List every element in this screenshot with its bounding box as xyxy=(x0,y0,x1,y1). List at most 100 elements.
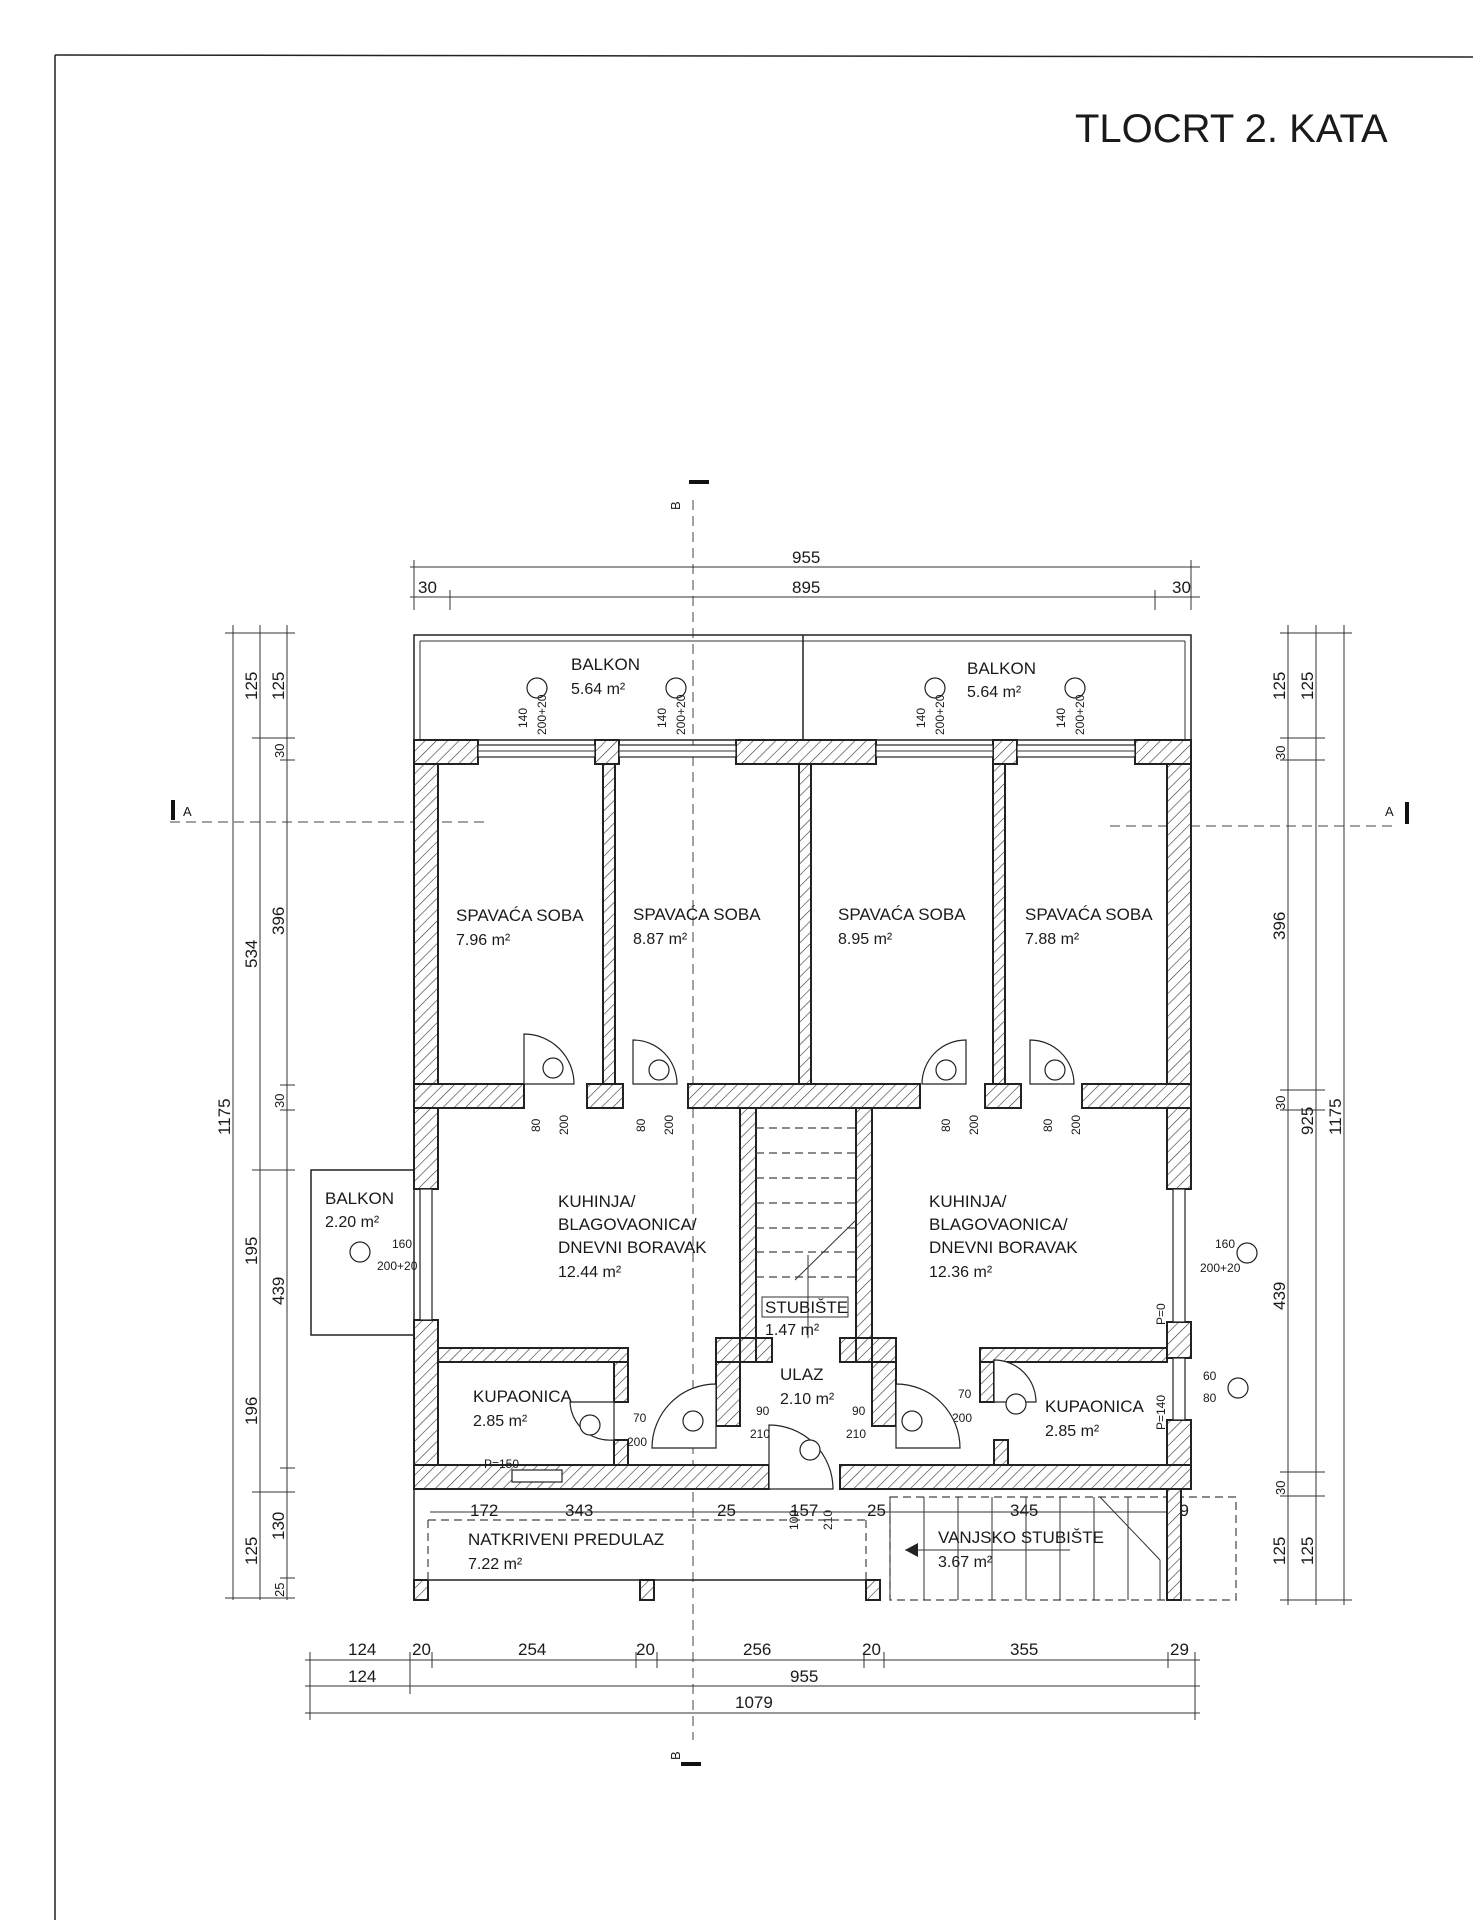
dim-right-30-c: 30 xyxy=(1273,1481,1288,1495)
dim-right-125-bot-b: 125 xyxy=(1298,1537,1317,1565)
svg-text:P=150: P=150 xyxy=(484,1457,519,1471)
stair-label-box xyxy=(761,1296,849,1318)
dim-right-439: 439 xyxy=(1270,1282,1289,1310)
svg-text:200+20: 200+20 xyxy=(535,694,549,735)
window-bath-right xyxy=(1172,1357,1186,1421)
svg-text:200: 200 xyxy=(662,1115,676,1135)
section-label-a-right: A xyxy=(1385,804,1394,819)
section-mark-b-top xyxy=(689,480,709,484)
dim-left-30-b: 30 xyxy=(272,1094,287,1108)
bath-left-name: KUPAONICA xyxy=(473,1387,573,1406)
covered-passage xyxy=(413,1489,881,1601)
svg-text:200+20: 200+20 xyxy=(1200,1261,1241,1275)
dim-bottom-20-c: 20 xyxy=(862,1640,881,1659)
dim-left-130: 130 xyxy=(269,1512,288,1540)
svg-text:80: 80 xyxy=(1041,1118,1055,1132)
bed-3-name: SPAVAĆA SOBA xyxy=(838,905,966,924)
dim-bottom-124: 124 xyxy=(348,1640,376,1659)
svg-text:210: 210 xyxy=(821,1510,835,1530)
inner-bottom-dims: 172 343 25 157 25 345 29 xyxy=(430,1501,1189,1520)
section-label-b-top: B xyxy=(668,501,683,510)
living-left-area: 12.44 m² xyxy=(558,1264,622,1281)
svg-text:200+20: 200+20 xyxy=(1073,694,1087,735)
walls xyxy=(413,739,1192,1490)
living-right-line3: DNEVNI BORAVAK xyxy=(929,1238,1078,1257)
svg-text:140: 140 xyxy=(655,708,669,728)
stair-area: 1.47 m² xyxy=(765,1322,820,1339)
dimensions-right: 125 125 30 396 30 925 1175 439 30 125 12… xyxy=(1270,625,1352,1605)
window-living-left xyxy=(419,1188,433,1321)
svg-text:140: 140 xyxy=(914,708,928,728)
entry-name: ULAZ xyxy=(780,1365,823,1384)
svg-text:P=140: P=140 xyxy=(1154,1395,1168,1430)
bed-1-area: 7.96 m² xyxy=(456,932,511,949)
section-mark-a-right xyxy=(1405,802,1409,824)
balkon-side-name: BALKON xyxy=(325,1189,394,1208)
svg-text:P=0: P=0 xyxy=(1154,1303,1168,1325)
svg-text:80: 80 xyxy=(529,1118,543,1132)
dim-left-396: 396 xyxy=(269,907,288,935)
dim-left-125-top-b: 125 xyxy=(269,672,288,700)
living-left-line2: BLAGOVAONICA/ xyxy=(558,1215,697,1234)
dim-left-534: 534 xyxy=(242,940,261,968)
bath-right-area: 2.85 m² xyxy=(1045,1423,1100,1440)
svg-text:90: 90 xyxy=(756,1404,770,1418)
dim-left-25: 25 xyxy=(272,1583,287,1597)
dim-left-195: 195 xyxy=(242,1237,261,1265)
page-top-rule xyxy=(54,54,1473,58)
svg-text:200: 200 xyxy=(967,1115,981,1135)
bath-left-area: 2.85 m² xyxy=(473,1413,528,1430)
dim-bottom-20-a: 20 xyxy=(412,1640,431,1659)
dim-right-925: 925 xyxy=(1298,1107,1317,1135)
doors: 80 200 80 200 80 200 80 200 70 200 70 20… xyxy=(523,1033,1083,1530)
dim-bottom-256: 256 xyxy=(743,1640,771,1659)
dim-bottom-29: 29 xyxy=(1170,1640,1189,1659)
dim-left-30-a: 30 xyxy=(272,744,287,758)
living-right-line1: KUHINJA/ xyxy=(929,1192,1007,1211)
dimensions-top: 955 895 30 30 xyxy=(410,548,1200,610)
dim-top-30-left: 30 xyxy=(418,578,437,597)
dim-right-125-top-b: 125 xyxy=(1298,672,1317,700)
svg-text:70: 70 xyxy=(633,1411,647,1425)
drawing-title: TLOCRT 2. KATA xyxy=(1075,107,1388,151)
living-right-area: 12.36 m² xyxy=(929,1264,993,1281)
svg-text:200+20: 200+20 xyxy=(933,694,947,735)
dim-right-125-top: 125 xyxy=(1270,672,1289,700)
stair-name: STUBIŠTE xyxy=(765,1298,848,1317)
dimensions-left: 1175 534 195 196 125 125 125 30 396 30 4… xyxy=(215,625,295,1600)
svg-text:80: 80 xyxy=(634,1118,648,1132)
dim-left-439: 439 xyxy=(269,1277,288,1305)
window-markers-top: 140 200+20 140 200+20 140 200+20 140 200… xyxy=(516,677,1087,735)
svg-text:200: 200 xyxy=(1069,1115,1083,1135)
window-living-right xyxy=(1172,1188,1186,1323)
dim-left-125-bot: 125 xyxy=(242,1537,261,1565)
svg-text:160: 160 xyxy=(392,1237,412,1251)
ext-stair-area: 3.67 m² xyxy=(938,1554,993,1571)
svg-text:25: 25 xyxy=(717,1501,736,1520)
balkon-left-name: BALKON xyxy=(571,655,640,674)
bed-4-name: SPAVAĆA SOBA xyxy=(1025,905,1153,924)
dim-bottom-124-b: 124 xyxy=(348,1667,376,1686)
bath-right-name: KUPAONICA xyxy=(1045,1397,1145,1416)
svg-text:210: 210 xyxy=(750,1427,770,1441)
svg-text:343: 343 xyxy=(565,1501,593,1520)
balkon-left-area: 5.64 m² xyxy=(571,681,626,698)
balkon-right-area: 5.64 m² xyxy=(967,684,1022,701)
svg-text:60: 60 xyxy=(1203,1369,1217,1383)
dim-bottom-20-b: 20 xyxy=(636,1640,655,1659)
window-bath-left xyxy=(511,1469,563,1483)
bed-2-name: SPAVAĆA SOBA xyxy=(633,905,761,924)
dim-top-955: 955 xyxy=(792,548,820,567)
svg-text:345: 345 xyxy=(1010,1501,1038,1520)
passage-name: NATKRIVENI PREDULAZ xyxy=(468,1530,664,1549)
svg-text:140: 140 xyxy=(516,708,530,728)
section-mark-a-left xyxy=(171,800,175,820)
dim-bottom-1079: 1079 xyxy=(735,1693,773,1712)
section-label-b-bottom: B xyxy=(668,1751,683,1760)
svg-text:172: 172 xyxy=(470,1501,498,1520)
svg-text:160: 160 xyxy=(1215,1237,1235,1251)
ext-stair-name: VANJSKO STUBIŠTE xyxy=(938,1528,1104,1547)
svg-text:140: 140 xyxy=(1054,708,1068,728)
dim-right-125-bot: 125 xyxy=(1270,1537,1289,1565)
external-stair xyxy=(889,1488,1237,1601)
